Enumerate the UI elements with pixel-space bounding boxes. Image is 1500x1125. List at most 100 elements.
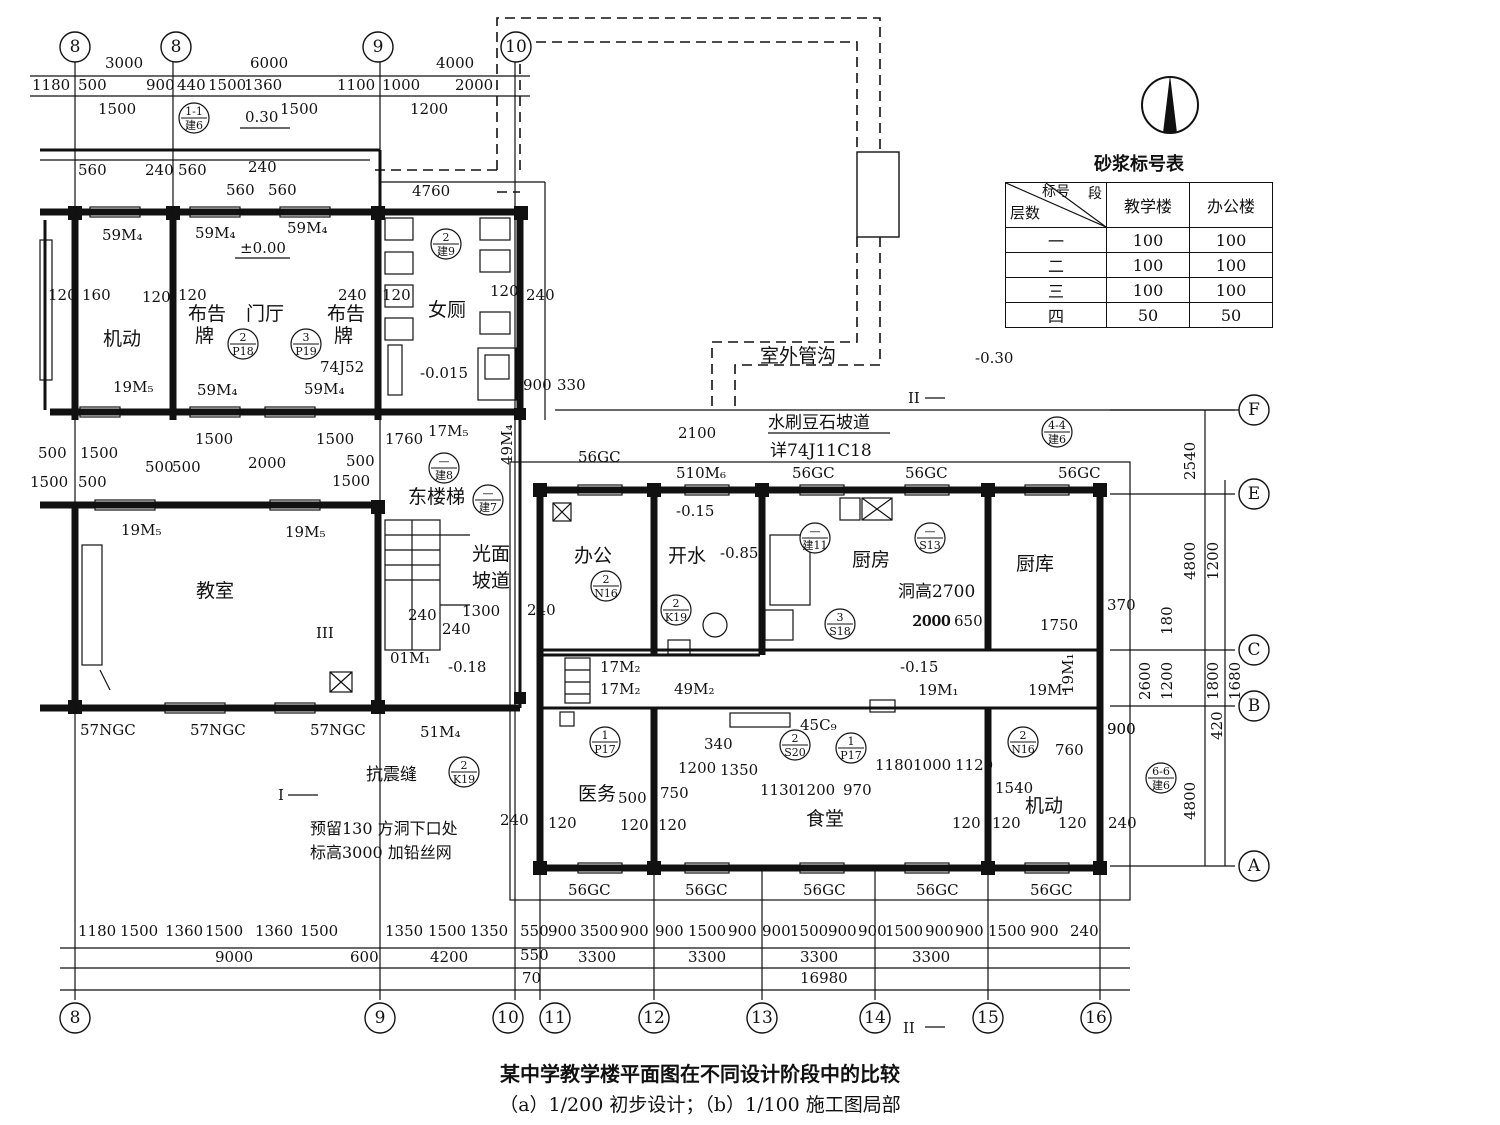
reference-top: 2 bbox=[461, 759, 468, 772]
dim-text: 2000 bbox=[913, 612, 951, 630]
reference-bottom: P18 bbox=[232, 345, 253, 358]
interior-dimensions: 560 240 560 240 560 560 4760 120 160 120… bbox=[30, 158, 1137, 834]
stair-east bbox=[384, 519, 470, 651]
dim-text: 240 bbox=[1070, 922, 1099, 940]
note-ramp-ref: 详74J11C18 bbox=[770, 441, 872, 461]
dim-text: 560 bbox=[78, 161, 107, 179]
dim-text: 3300 bbox=[800, 948, 838, 966]
dim-text: 1200 bbox=[1204, 542, 1222, 580]
dim-text: 4760 bbox=[412, 182, 450, 200]
reference-bottom: S20 bbox=[784, 746, 806, 759]
dim-text: 1500 bbox=[80, 444, 118, 462]
dim-text: 1200 bbox=[797, 781, 835, 799]
room-label: 东楼梯 bbox=[408, 486, 465, 508]
dim-text: 340 bbox=[704, 735, 733, 753]
dim-text: 120 bbox=[178, 286, 207, 304]
opening: 56GC bbox=[905, 464, 948, 482]
corner-mid-label: 标号 bbox=[1042, 184, 1070, 200]
axis-label-top: 8 bbox=[171, 37, 182, 57]
opening: 19M₁ bbox=[918, 681, 958, 699]
table-row-header: 二 bbox=[1005, 252, 1107, 278]
level: -0.18 bbox=[448, 658, 486, 676]
table: 层数 标号 段 教学楼 办公楼 一 100 100 二 100 100 三 10… bbox=[1005, 182, 1273, 328]
dim-text: 1360 bbox=[165, 922, 203, 940]
dim-text: 3300 bbox=[912, 948, 950, 966]
dim-text: 240 bbox=[1108, 814, 1137, 832]
dim-text: 500 bbox=[78, 76, 107, 94]
axis-label-bottom: 15 bbox=[977, 1008, 999, 1028]
opening: 17M₂ bbox=[600, 658, 640, 676]
reference-top: 1-1 bbox=[185, 105, 203, 118]
dim-text: 500 bbox=[346, 452, 375, 470]
dim-text: 120 bbox=[658, 816, 687, 834]
opening: 510M₆ bbox=[676, 464, 726, 482]
opening: 56GC bbox=[1030, 881, 1073, 899]
notes: 水刷豆石坡道 详74J11C18 洞高2700 抗震缝 预留130 方洞下口处 … bbox=[310, 358, 975, 862]
dim-text: 1200 bbox=[410, 100, 448, 118]
dim-text: 970 bbox=[843, 781, 872, 799]
dim-text: 900 bbox=[728, 922, 757, 940]
dim-text: 500 bbox=[78, 473, 107, 491]
reference-bottom: K19 bbox=[453, 773, 475, 786]
dim-text: 240 bbox=[248, 158, 277, 176]
dim-text: 240 bbox=[500, 811, 529, 829]
dim-text: 1500 bbox=[316, 430, 354, 448]
dim-text: 1760 bbox=[385, 430, 423, 448]
room-outdoor-trench: 室外管沟 bbox=[760, 345, 836, 367]
dim-text: 1350 bbox=[470, 922, 508, 940]
level: -0.15 bbox=[900, 658, 938, 676]
figure-caption-title: 某中学教学楼平面图在不同设计阶段中的比较 bbox=[500, 1062, 900, 1086]
dim-text: 900 bbox=[1030, 922, 1059, 940]
room-label: 布告 bbox=[327, 303, 365, 325]
dim-text: 1500 bbox=[195, 430, 233, 448]
opening: 56GC bbox=[792, 464, 835, 482]
mortar-grade-table: 砂浆标号表 层数 标号 段 教学楼 办公楼 一 100 100 二 100 10… bbox=[1005, 150, 1273, 328]
opening: 19M₅ bbox=[121, 521, 161, 539]
dim-text: 2540 bbox=[1181, 442, 1199, 480]
table-cell: 100 bbox=[1189, 227, 1273, 253]
table-title: 砂浆标号表 bbox=[1094, 154, 1184, 175]
reference-bottom: 建8 bbox=[435, 468, 453, 482]
reference-top: — bbox=[810, 525, 821, 538]
opening: 56GC bbox=[1058, 464, 1101, 482]
levels: 0.30 ±0.00 -0.015 -0.15 -0.85 -0.18 -0.1… bbox=[235, 108, 1013, 676]
dim-text: 900 bbox=[146, 76, 175, 94]
reference-top: 3 bbox=[837, 611, 844, 624]
reference-top: 1 bbox=[602, 729, 609, 742]
dim-text: 1360 bbox=[244, 76, 282, 94]
table-row: 二 100 100 bbox=[1005, 252, 1273, 278]
note-std: 74J52 bbox=[320, 358, 364, 376]
opening: 56GC bbox=[578, 448, 621, 466]
reference-bottom: 建6 bbox=[185, 118, 203, 132]
room-label: 布告 bbox=[188, 303, 226, 325]
opening: 17M₂ bbox=[600, 680, 640, 698]
note-ramp: 水刷豆石坡道 bbox=[768, 413, 870, 433]
dim-text: 560 bbox=[226, 181, 255, 199]
dim-text: 240 bbox=[338, 286, 367, 304]
dim-text: 600 bbox=[350, 948, 379, 966]
opening: 19M₁ bbox=[1059, 654, 1077, 694]
opening: 45C₉ bbox=[800, 716, 837, 734]
note-reserve: 预留130 方洞下口处 bbox=[310, 819, 458, 838]
room-label: 教室 bbox=[196, 580, 234, 602]
axis-bubbles-top: 8 8 9 10 bbox=[59, 31, 532, 63]
dim-text: 1800 bbox=[1204, 662, 1222, 700]
dim-text: 1180 bbox=[875, 756, 913, 774]
dim-text: 9000 bbox=[215, 948, 253, 966]
dim-text: 900 bbox=[523, 376, 552, 394]
dim-text: 120 bbox=[48, 286, 77, 304]
dim-text: 900 bbox=[955, 922, 984, 940]
level: -0.015 bbox=[420, 364, 468, 382]
dim-text: 240 bbox=[526, 286, 555, 304]
dim-text: 180 bbox=[1158, 606, 1176, 635]
table-cell: 100 bbox=[1189, 277, 1273, 303]
dim-text: 1130 bbox=[760, 781, 798, 799]
dim-text: 500 bbox=[172, 458, 201, 476]
dim-text: 760 bbox=[1055, 741, 1084, 759]
dim-text: 1500 bbox=[98, 100, 136, 118]
corner-cols-label: 段 bbox=[1088, 186, 1102, 202]
room-labels: 机动 布告 牌 门厅 布告 牌 女厕 教室 东楼梯 光面 坡道 办公 开水 厨房… bbox=[103, 299, 1063, 830]
axis-label-bottom: 16 bbox=[1085, 1008, 1107, 1028]
